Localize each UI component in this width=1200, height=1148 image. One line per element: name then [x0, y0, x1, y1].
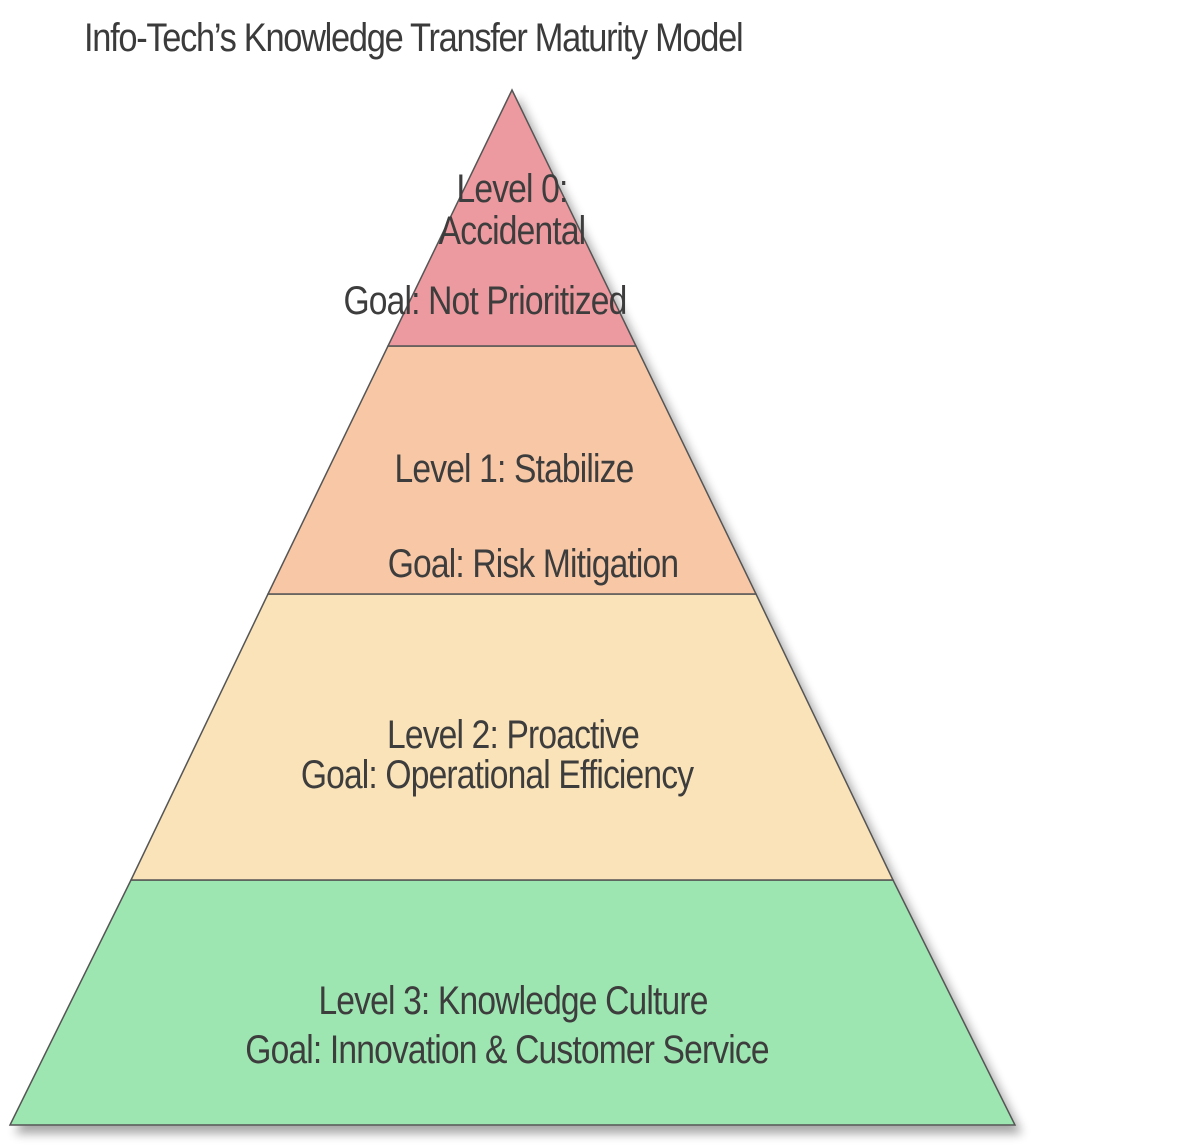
level-0-goal: Goal: Not Prioritized [343, 279, 627, 323]
level-2-label: Level 2: Proactive [387, 713, 640, 757]
level-3-goal: Goal: Innovation & Customer Service [245, 1028, 769, 1072]
level-0-label: Level 0: Accidental [438, 167, 586, 253]
level-0-band [386, 88, 638, 347]
level-1-label: Level 1: Stabilize [394, 447, 635, 491]
level-1-goal: Goal: Risk Mitigation [387, 542, 679, 586]
level-2-goal: Goal: Operational Efficiency [300, 753, 694, 797]
diagram-title: Info-Tech’s Knowledge Transfer Maturity … [84, 16, 744, 60]
level-3-label: Level 3: Knowledge Culture [318, 979, 708, 1023]
